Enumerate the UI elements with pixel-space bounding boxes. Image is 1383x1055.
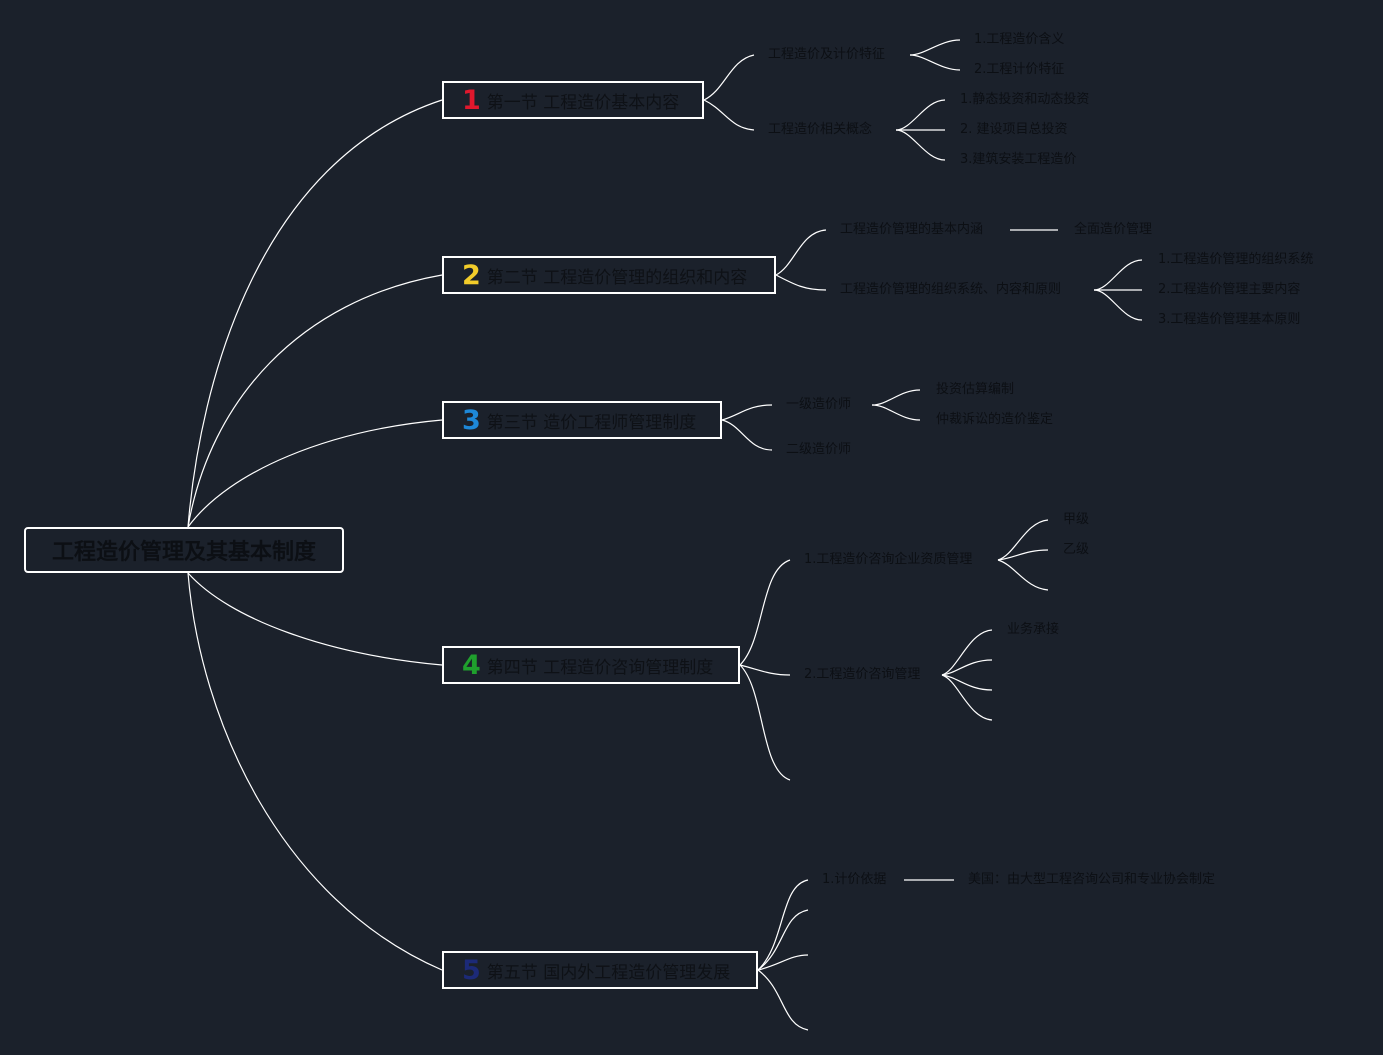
s2-subtopic-b[interactable]: 工程造价管理的组织系统、内容和原则: [840, 282, 1062, 297]
edge-s4-a-a2: [997, 549, 1049, 561]
section-1-number: 1: [462, 84, 481, 116]
s1-subtopic-b[interactable]: 工程造价相关概念: [768, 122, 873, 137]
s1-leaf-b3[interactable]: 3.建筑安装工程造价: [960, 152, 1077, 167]
edge-s5-d: [757, 969, 809, 1031]
edge-s1-b-b1: [895, 99, 946, 131]
s1-leaf-a2[interactable]: 2.工程计价特征: [974, 62, 1065, 77]
section-2-topic[interactable]: 2 第二节 工程造价管理的组织和内容: [442, 256, 776, 294]
section-4-title: 第四节 工程造价咨询管理制度: [486, 657, 714, 678]
edge-s3-a: [721, 404, 773, 421]
edge-s1-a-a1: [909, 39, 961, 56]
edge-s3-a-a2: [871, 404, 921, 421]
edge-s3-b: [721, 419, 773, 451]
edge-root-s2: [187, 274, 443, 528]
section-5-title: 第五节 国内外工程造价管理发展: [486, 962, 731, 983]
s3-subtopic-b[interactable]: 二级造价师: [786, 442, 852, 457]
s4-subtopic-a[interactable]: 1.工程造价咨询企业资质管理: [804, 552, 973, 567]
edge-root-s5: [187, 572, 443, 971]
section-5-number: 5: [462, 954, 481, 986]
edge-root-s4: [187, 572, 443, 666]
edge-s5-c: [757, 954, 809, 971]
s3-subtopic-a[interactable]: 一级造价师: [786, 397, 852, 412]
edge-s2-b-b1: [1093, 259, 1143, 291]
edge-s4-b-b2: [941, 659, 993, 676]
s2-leaf-b3[interactable]: 3.工程造价管理基本原则: [1158, 312, 1301, 327]
s5-subtopic-a[interactable]: 1.计价依据: [822, 872, 887, 887]
s4-leaf-a1[interactable]: 甲级: [1063, 512, 1090, 527]
section-5-topic[interactable]: 5 第五节 国内外工程造价管理发展: [442, 951, 758, 989]
edge-s5-b: [757, 909, 809, 971]
edge-s4-b-b3: [941, 674, 993, 691]
s1-leaf-b1[interactable]: 1.静态投资和动态投资: [960, 92, 1090, 107]
section-4-number: 4: [462, 649, 481, 681]
s5-leaf-a1[interactable]: 美国：由大型工程咨询公司和专业协会制定: [968, 872, 1216, 887]
s3-leaf-a2[interactable]: 仲裁诉讼的造价鉴定: [936, 412, 1054, 427]
edge-s1-a: [703, 54, 755, 101]
edge-s1-b-b3: [895, 129, 946, 161]
edge-root-s1: [187, 99, 443, 528]
edge-s2-a: [775, 229, 827, 276]
edge-s4-c: [739, 664, 791, 781]
edge-s1-a-a2: [909, 54, 961, 71]
edge-s4-a-a3: [997, 559, 1049, 591]
s2-leaf-b1[interactable]: 1.工程造价管理的组织系统: [1158, 252, 1314, 267]
edge-s4-b-b1: [941, 629, 993, 676]
edge-s2-b: [775, 274, 827, 291]
edge-s2-b-b3: [1093, 289, 1143, 321]
root-topic[interactable]: 工程造价管理及其基本制度: [24, 527, 344, 573]
edge-s3-a-a1: [871, 389, 921, 406]
section-3-title: 第三节 造价工程师管理制度: [486, 412, 697, 433]
s2-leaf-b2[interactable]: 2.工程造价管理主要内容: [1158, 282, 1301, 297]
section-4-topic[interactable]: 4 第四节 工程造价咨询管理制度: [442, 646, 740, 684]
s1-leaf-a1[interactable]: 1.工程造价含义: [974, 32, 1065, 47]
root-topic-title: 工程造价管理及其基本制度: [51, 540, 316, 565]
s3-leaf-a1[interactable]: 投资估算编制: [936, 382, 1015, 397]
edge-s4-a-a1: [997, 519, 1049, 561]
s1-subtopic-a[interactable]: 工程造价及计价特征: [768, 47, 886, 62]
section-2-number: 2: [462, 259, 481, 291]
section-2-title: 第二节 工程造价管理的组织和内容: [486, 267, 748, 288]
s2-leaf-a1[interactable]: 全面造价管理: [1074, 222, 1153, 237]
section-1-topic[interactable]: 1 第一节 工程造价基本内容: [442, 81, 704, 119]
edge-s4-a: [739, 559, 791, 666]
edge-root-s3: [187, 419, 443, 528]
s4-leaf-b1[interactable]: 业务承接: [1007, 622, 1060, 637]
edge-s4-b: [739, 664, 791, 676]
s4-leaf-a2[interactable]: 乙级: [1063, 542, 1090, 557]
section-3-number: 3: [462, 404, 481, 436]
s4-subtopic-b[interactable]: 2.工程造价咨询管理: [804, 667, 921, 682]
edge-s5-a: [757, 879, 809, 971]
edge-s4-b-b4: [941, 674, 993, 721]
edge-s1-b: [703, 99, 755, 131]
s2-subtopic-a[interactable]: 工程造价管理的基本内涵: [840, 222, 984, 237]
section-1-title: 第一节 工程造价基本内容: [486, 92, 680, 113]
section-3-topic[interactable]: 3 第三节 造价工程师管理制度: [442, 401, 722, 439]
s1-leaf-b2[interactable]: 2. 建设项目总投资: [960, 122, 1068, 137]
